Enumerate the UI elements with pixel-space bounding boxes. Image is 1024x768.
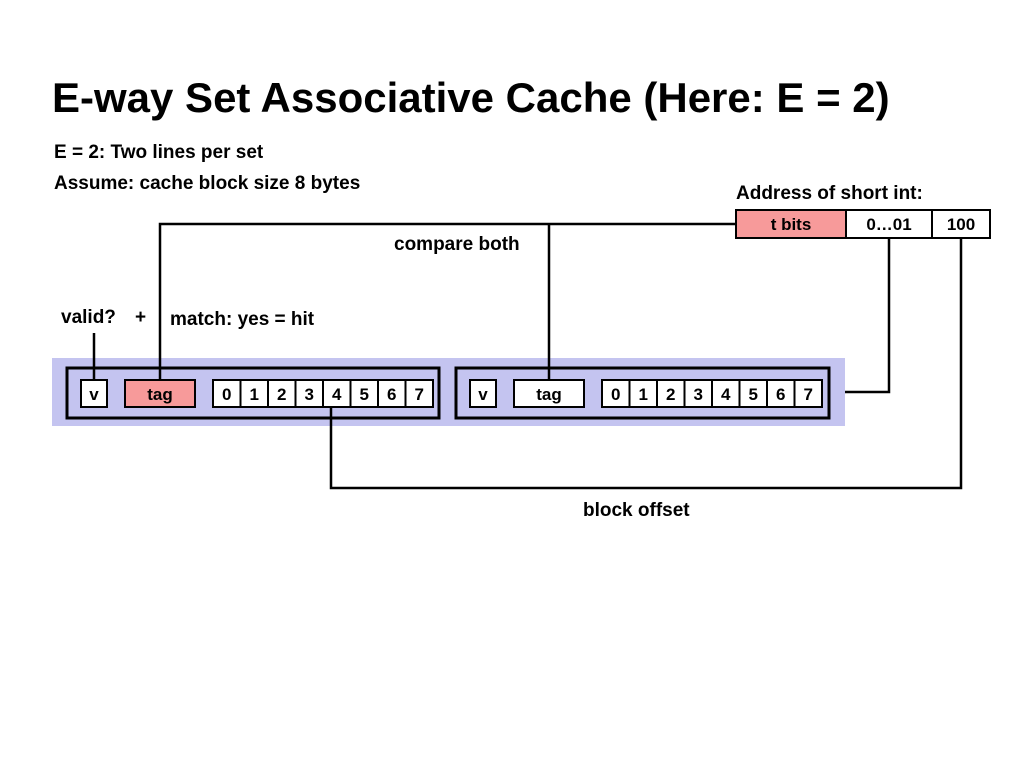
block-offset-label: block offset [583, 500, 690, 521]
plus-label: + [135, 307, 146, 328]
line-1-byte-label-2: 2 [277, 385, 286, 404]
line-2-byte-cell-1 [628, 379, 658, 408]
line-1-byte-cell-3 [294, 379, 324, 408]
line-1-byte-label-5: 5 [360, 385, 369, 404]
address-set-index-label: 0…01 [866, 215, 911, 234]
line-2-tag-cell [513, 379, 585, 408]
line-1-valid-label: v [89, 385, 99, 404]
line-2-byte-cell-2 [656, 379, 686, 408]
line-2-byte-label-7: 7 [804, 385, 813, 404]
line-2-byte-label-4: 4 [721, 385, 731, 404]
line-2-byte-cell-0 [601, 379, 631, 408]
address-fields: t bits 0…01 100 [735, 209, 991, 239]
line-2-byte-cell-4 [711, 379, 741, 408]
line-1-byte-cell-7 [404, 379, 434, 408]
line-2-tag-label: tag [536, 385, 562, 404]
line-1-byte-cell-4 [322, 379, 352, 408]
note-lines-per-set: E = 2: Two lines per set [54, 142, 264, 163]
match-hit-label: match: yes = hit [170, 309, 315, 330]
line-1-tag-cell [124, 379, 196, 408]
line-1-tag-label: tag [147, 385, 173, 404]
set-select-wire [845, 238, 891, 394]
line-2-byte-label-5: 5 [749, 385, 758, 404]
line-2-byte-label-1: 1 [639, 385, 648, 404]
line-1-byte-cell-1 [239, 379, 269, 408]
block-offset-wire [329, 238, 963, 490]
tag-compare-wire-1 [158, 222, 736, 380]
address-label: Address of short int: [736, 183, 923, 204]
page-title: E-way Set Associative Cache (Here: E = 2… [52, 74, 890, 121]
line-1-byte-cell-5 [349, 379, 379, 408]
line-2-byte-label-0: 0 [611, 385, 620, 404]
cache-line-2-frame [454, 366, 831, 420]
line-1-byte-label-0: 0 [222, 385, 231, 404]
line-1-byte-label-7: 7 [415, 385, 424, 404]
valid-question-label: valid? [61, 307, 116, 328]
line-1-byte-label-1: 1 [250, 385, 259, 404]
line-2-valid-label: v [478, 385, 488, 404]
line-1-byte-cell-0 [212, 379, 242, 408]
line-1-byte-label-3: 3 [305, 385, 314, 404]
address-offset-label: 100 [947, 215, 975, 234]
compare-both-label: compare both [394, 234, 520, 255]
note-block-size: Assume: cache block size 8 bytes [54, 173, 360, 194]
line-2-byte-cell-7 [793, 379, 823, 408]
line-2-byte-label-2: 2 [666, 385, 675, 404]
line-1-byte-label-4: 4 [332, 385, 342, 404]
address-tbits-label: t bits [771, 215, 812, 234]
cache-line-1-frame [65, 366, 441, 420]
line-1-byte-label-6: 6 [387, 385, 396, 404]
line-2-byte-label-6: 6 [776, 385, 785, 404]
line-2-byte-label-3: 3 [694, 385, 703, 404]
line-2-valid-cell [469, 379, 497, 408]
